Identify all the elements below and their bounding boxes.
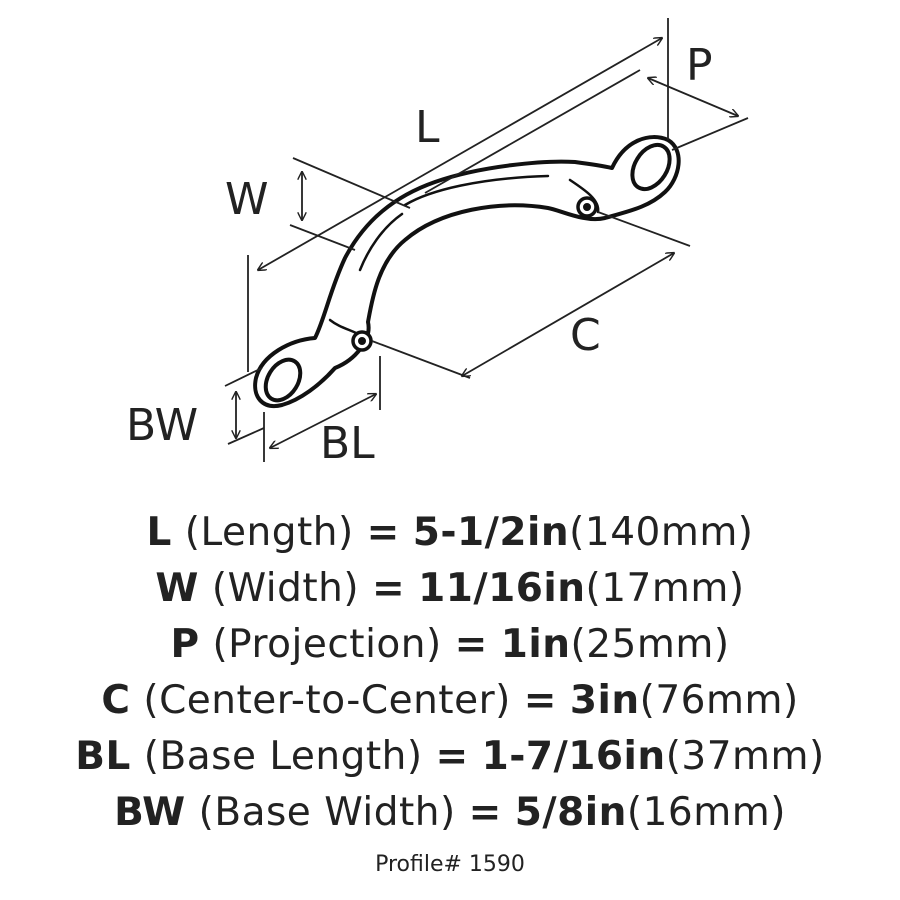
spec-description: (Center-to-Center) — [143, 678, 511, 723]
spec-metric: (16mm) — [626, 790, 786, 835]
spec-metric: (17mm) — [585, 566, 745, 611]
spec-base-width: BW (Base Width) = 5/8in(16mm) — [0, 785, 900, 841]
spec-metric: (25mm) — [570, 622, 730, 667]
spec-value: 3in — [569, 678, 640, 723]
handle-dimension-drawing: L W P C BL BW — [126, 18, 749, 469]
profile-number: Profile# 1590 — [375, 852, 525, 877]
spec-code: W — [155, 566, 199, 611]
label-L: L — [415, 102, 440, 153]
label-C: C — [570, 310, 601, 361]
spec-code: P — [170, 622, 200, 667]
spec-value: 5-1/2in — [412, 510, 570, 555]
spec-metric: (37mm) — [665, 734, 825, 779]
spec-code: BL — [75, 734, 131, 779]
spec-metric: (76mm) — [639, 678, 799, 723]
label-P: P — [686, 40, 713, 91]
spec-projection: P (Projection) = 1in(25mm) — [0, 617, 900, 673]
spec-equals: = — [435, 734, 469, 779]
label-BL: BL — [320, 418, 375, 469]
spec-equals: = — [468, 790, 502, 835]
label-BW: BW — [126, 400, 198, 451]
spec-equals: = — [366, 510, 400, 555]
spec-center-to-center: C (Center-to-Center) = 3in(76mm) — [0, 673, 900, 729]
label-W: W — [225, 174, 269, 225]
spec-description: (Base Width) — [198, 790, 456, 835]
spec-code: BW — [114, 790, 186, 835]
spec-description: (Length) — [184, 510, 354, 555]
spec-width: W (Width) = 11/16in(17mm) — [0, 561, 900, 617]
spec-value: 1-7/16in — [481, 734, 666, 779]
spec-base-length: BL (Base Length) = 1-7/16in(37mm) — [0, 729, 900, 785]
dimension-spec-list: L (Length) = 5-1/2in(140mm) W (Width) = … — [0, 505, 900, 841]
spec-value: 5/8in — [514, 790, 627, 835]
spec-description: (Base Length) — [143, 734, 423, 779]
spec-equals: = — [454, 622, 488, 667]
spec-description: (Projection) — [212, 622, 442, 667]
spec-value: 11/16in — [418, 566, 586, 611]
spec-equals: = — [372, 566, 406, 611]
spec-code: C — [101, 678, 131, 723]
spec-description: (Width) — [211, 566, 360, 611]
spec-metric: (140mm) — [569, 510, 754, 555]
dimension-lines — [224, 18, 749, 462]
cabinet-pull-handle — [253, 135, 681, 409]
spec-code: L — [146, 510, 172, 555]
spec-length: L (Length) = 5-1/2in(140mm) — [0, 505, 900, 561]
spec-value: 1in — [500, 622, 571, 667]
spec-equals: = — [523, 678, 557, 723]
